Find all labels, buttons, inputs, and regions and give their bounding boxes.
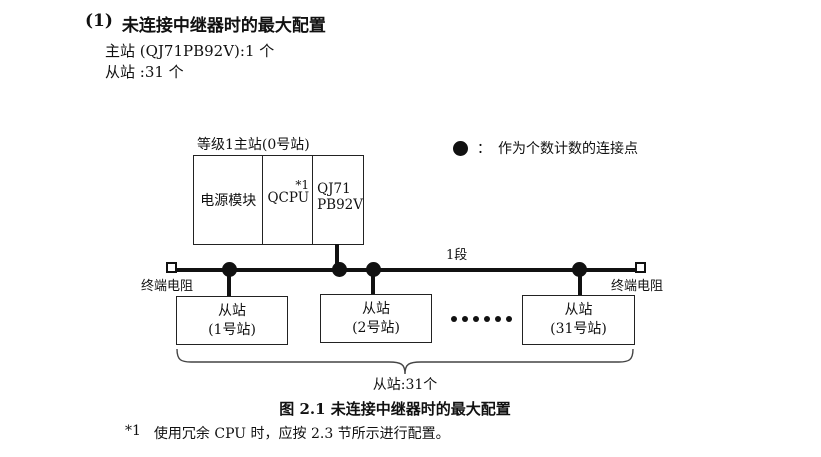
cpu-footnote-marker: *1 (295, 178, 310, 192)
terminating-resistor-left-label: 终端电阻 (141, 279, 194, 294)
segment-label: 1段 (446, 248, 468, 263)
slave-station-31-box: 从站 (31号站) (522, 295, 635, 345)
cpu-module-label: QCPU (267, 190, 310, 206)
network-module-cell: QJ71 PB92V (313, 156, 363, 244)
master-count-line: 主站 (QJ71PB92V):1 个 (105, 42, 275, 60)
master-station-label: 等级1主站(0号站) (197, 137, 310, 153)
legend: ： 作为个数计数的连接点 (453, 138, 638, 158)
network-module-line1: QJ71 (317, 181, 351, 197)
connection-dot-icon (453, 140, 468, 156)
footnote-text: 使用冗余 CPU 时，应按 2.3 节所示进行配置。 (153, 426, 450, 442)
brace (176, 349, 634, 375)
terminating-resistor-right-label: 终端电阻 (611, 279, 664, 294)
connection-dot (332, 262, 347, 277)
legend-label: 作为个数计数的连接点 (498, 141, 638, 157)
slave31-drop-line (578, 270, 582, 295)
slave-station-1-box: 从站 (1号站) (176, 296, 288, 345)
ellipsis-dot (462, 316, 468, 322)
connection-dot (222, 262, 237, 277)
ellipsis-dot (506, 316, 512, 322)
section-heading: (1) 未连接中继器时的最大配置 (85, 11, 326, 36)
slave1-drop-line (227, 270, 231, 296)
slave2-station-number: (2号站) (352, 319, 400, 336)
master-station-box: 电源模块 *1 QCPU QJ71 PB92V (193, 155, 364, 245)
slave1-station-number: (1号站) (208, 321, 256, 338)
slave1-title: 从站 (218, 302, 246, 319)
footnote: *1 使用冗余 CPU 时，应按 2.3 节所示进行配置。 (125, 423, 450, 443)
ellipsis-dot (451, 316, 457, 322)
power-module-cell: 电源模块 (194, 156, 264, 244)
section-number: (1) (85, 11, 113, 31)
ellipsis-dot (495, 316, 501, 322)
connection-dot (366, 262, 381, 277)
ellipsis-dots (451, 316, 512, 322)
slave-station-2-box: 从站 (2号站) (320, 294, 432, 343)
slave31-title: 从站 (564, 302, 593, 318)
footnote-ref: *1 (125, 423, 141, 439)
brace-label: 从站:31个 (372, 377, 438, 393)
section-title: 未连接中继器时的最大配置 (121, 16, 326, 36)
network-module-line2: PB92V (317, 197, 363, 213)
slave2-title: 从站 (362, 300, 390, 317)
master-drop-line (335, 244, 339, 270)
ellipsis-dot (473, 316, 479, 322)
slave2-drop-line (371, 270, 375, 294)
bus-line (177, 268, 635, 272)
legend-separator: ： (477, 141, 491, 157)
ellipsis-dot (484, 316, 490, 322)
slave31-station-number: (31号站) (550, 321, 607, 337)
figure-caption: 图 2.1 未连接中继器时的最大配置 (279, 400, 511, 418)
terminating-resistor-right-icon (635, 262, 646, 273)
cpu-module-cell: *1 QCPU (263, 156, 314, 244)
terminating-resistor-left-icon (166, 262, 177, 273)
connection-dot (572, 262, 587, 277)
slave-count-line: 从站 :31 个 (105, 63, 184, 81)
